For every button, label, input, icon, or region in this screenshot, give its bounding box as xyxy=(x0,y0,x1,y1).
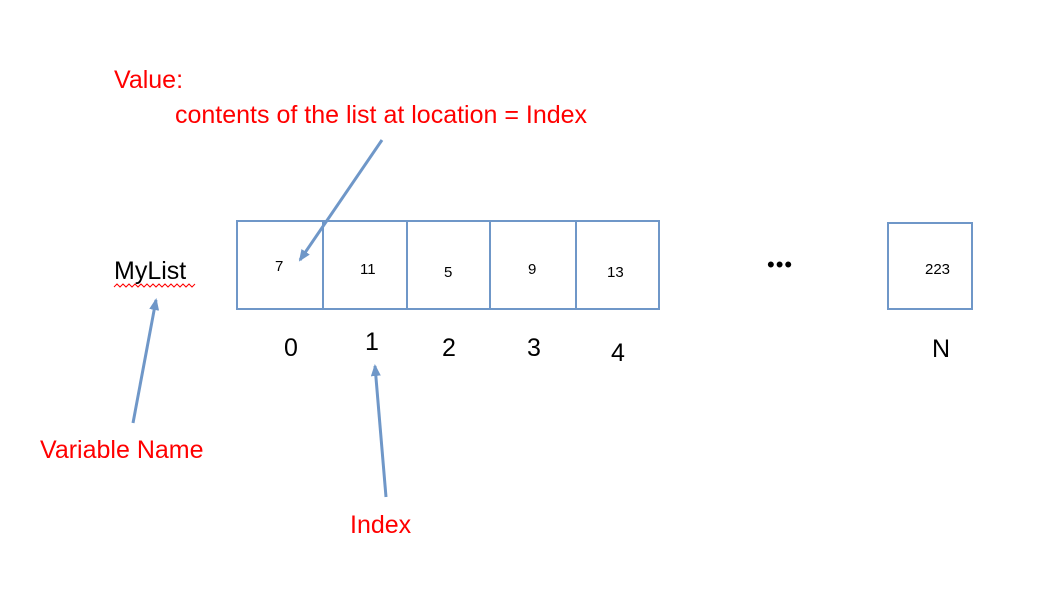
cell-value-3: 9 xyxy=(528,261,537,278)
list-cell-n xyxy=(887,222,973,310)
list-cell-2 xyxy=(406,220,491,310)
index-arrow xyxy=(370,364,388,498)
value-title: Value: xyxy=(114,66,184,94)
index-n: N xyxy=(932,335,951,363)
variable-name-label: Variable Name xyxy=(40,436,204,464)
cell-value-0: 7 xyxy=(275,258,284,275)
index-3: 3 xyxy=(527,334,541,362)
index-2: 2 xyxy=(442,334,456,362)
cell-value-2: 5 xyxy=(444,264,453,281)
index-4: 4 xyxy=(611,339,625,367)
ellipsis: ••• xyxy=(767,252,794,277)
index-0: 0 xyxy=(284,334,298,362)
list-cell-4 xyxy=(575,220,660,310)
cell-value-1: 11 xyxy=(360,261,376,278)
cell-value-n: 223 xyxy=(925,261,951,278)
index-label: Index xyxy=(350,511,412,539)
cell-value-4: 13 xyxy=(607,264,624,281)
index-1: 1 xyxy=(365,328,379,356)
list-variable-name: MyList xyxy=(114,257,187,285)
variable-name-arrow xyxy=(131,298,160,424)
value-description: contents of the list at location = Index xyxy=(175,101,588,129)
